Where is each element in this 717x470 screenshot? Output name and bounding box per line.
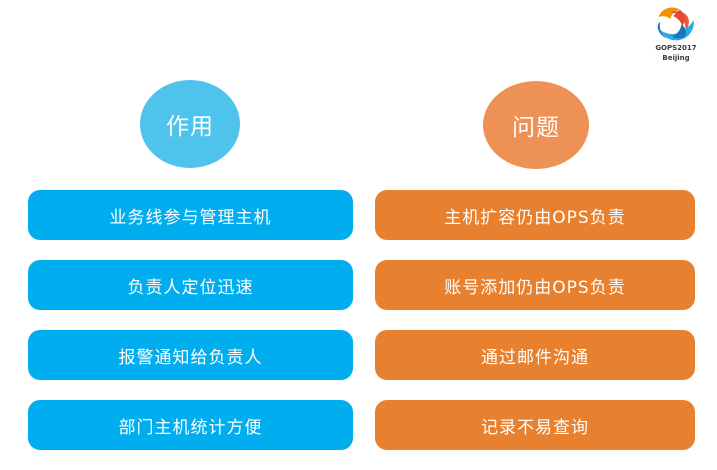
list-item: 部门主机统计方便 <box>28 400 353 450</box>
list-item: 报警通知给负责人 <box>28 330 353 380</box>
gops-logo: GOPS2017 Beijing <box>644 3 708 67</box>
list-item: 账号添加仍由OPS负责 <box>375 260 695 310</box>
list-item: 通过邮件沟通 <box>375 330 695 380</box>
list-item-label: 负责人定位迅速 <box>127 277 254 298</box>
column-function-items: 业务线参与管理主机 负责人定位迅速 报警通知给负责人 部门主机统计方便 <box>28 190 353 470</box>
list-item-label: 通过邮件沟通 <box>481 347 589 368</box>
list-item: 业务线参与管理主机 <box>28 190 353 240</box>
gops-logo-icon <box>657 7 694 41</box>
heading-circle-function: 作用 <box>140 80 240 168</box>
list-item: 记录不易查询 <box>375 400 695 450</box>
heading-circle-problem-label: 问题 <box>512 115 560 141</box>
heading-circle-problem: 问题 <box>483 81 589 169</box>
list-item-label: 部门主机统计方便 <box>118 417 263 438</box>
list-item-label: 业务线参与管理主机 <box>109 207 272 228</box>
list-item-label: 记录不易查询 <box>481 417 589 438</box>
list-item-label: 主机扩容仍由OPS负责 <box>444 207 626 228</box>
list-item: 主机扩容仍由OPS负责 <box>375 190 695 240</box>
column-problem-items: 主机扩容仍由OPS负责 账号添加仍由OPS负责 通过邮件沟通 记录不易查询 <box>375 190 695 470</box>
list-item: 负责人定位迅速 <box>28 260 353 310</box>
list-item-label: 账号添加仍由OPS负责 <box>444 277 626 298</box>
logo-text-line1: GOPS2017 <box>655 44 697 52</box>
heading-circle-function-label: 作用 <box>166 114 214 140</box>
logo-text-line2: Beijing <box>662 54 690 62</box>
list-item-label: 报警通知给负责人 <box>118 347 263 368</box>
